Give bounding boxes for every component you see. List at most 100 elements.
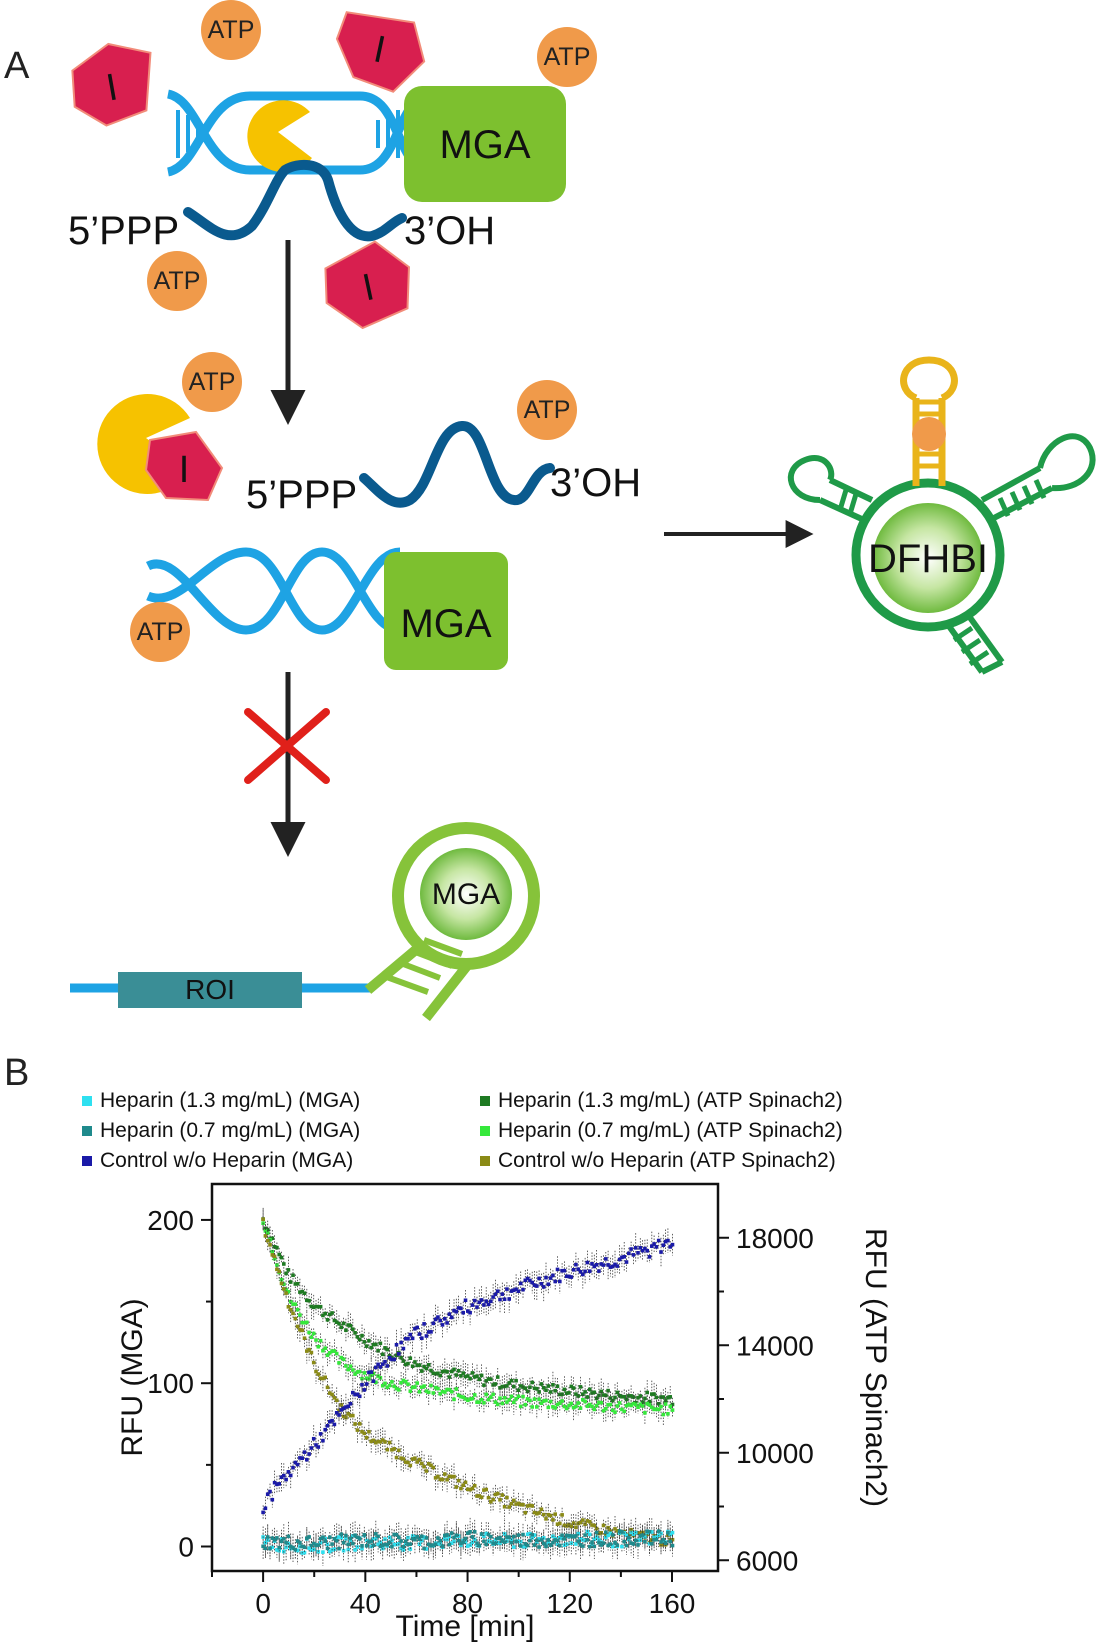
data-point — [311, 1331, 316, 1336]
data-point — [316, 1344, 321, 1349]
data-point — [449, 1541, 454, 1545]
data-point — [516, 1394, 521, 1399]
data-point — [495, 1402, 500, 1407]
data-point — [544, 1398, 548, 1403]
data-point — [629, 1403, 633, 1408]
data-point — [633, 1246, 638, 1250]
data-point — [498, 1541, 502, 1546]
data-point — [410, 1536, 415, 1541]
data-point — [461, 1540, 466, 1545]
data-point — [537, 1511, 541, 1515]
legend-item: Heparin (1.3 mg/mL) (ATP Spinach2) — [480, 1089, 843, 1112]
data-point — [286, 1289, 291, 1294]
data-point — [424, 1334, 429, 1338]
data-point — [541, 1512, 546, 1517]
data-point — [576, 1267, 581, 1272]
data-point — [640, 1400, 645, 1404]
data-point — [505, 1384, 509, 1388]
data-point — [631, 1253, 636, 1257]
data-point — [479, 1298, 484, 1302]
data-point — [631, 1542, 636, 1546]
data-point — [574, 1542, 578, 1546]
data-point — [597, 1400, 601, 1405]
data-point — [341, 1406, 346, 1411]
data-point — [403, 1379, 408, 1384]
data-point — [399, 1340, 403, 1345]
data-point — [578, 1542, 583, 1547]
data-point — [585, 1538, 590, 1542]
data-point — [325, 1318, 330, 1322]
data-point — [507, 1398, 512, 1402]
mga-box-top: MGA — [404, 86, 566, 202]
spinach-aptamer: DFHBI — [787, 356, 1096, 675]
data-point — [576, 1394, 581, 1398]
data-point — [456, 1538, 461, 1543]
data-point — [261, 1544, 265, 1549]
data-point — [410, 1364, 415, 1369]
data-point — [378, 1341, 383, 1346]
data-point — [307, 1535, 311, 1539]
data-point — [470, 1303, 475, 1307]
dfhbi-label: DFHBI — [868, 537, 988, 581]
data-point — [360, 1382, 364, 1387]
data-point — [408, 1332, 413, 1337]
data-point — [452, 1539, 456, 1544]
data-point — [332, 1318, 337, 1323]
data-point — [495, 1375, 500, 1379]
data-point — [424, 1536, 429, 1540]
data-point — [309, 1543, 314, 1548]
data-point — [475, 1305, 479, 1309]
data-point — [364, 1538, 369, 1543]
blocked-x-mark — [244, 708, 330, 784]
data-point — [592, 1264, 597, 1269]
data-point — [344, 1415, 348, 1420]
data-point — [376, 1542, 380, 1547]
data-point — [525, 1397, 530, 1401]
data-point — [454, 1373, 459, 1377]
data-point — [601, 1541, 606, 1545]
data-point — [558, 1521, 562, 1526]
data-point — [445, 1321, 449, 1325]
data-point — [468, 1310, 472, 1315]
data-point — [477, 1377, 482, 1382]
data-point — [403, 1362, 408, 1367]
data-point — [284, 1545, 288, 1550]
data-point — [295, 1539, 300, 1543]
data-point — [500, 1292, 505, 1296]
data-point — [454, 1309, 459, 1314]
data-point — [339, 1536, 344, 1540]
legend-label: Heparin (1.3 mg/mL) (ATP Spinach2) — [498, 1089, 843, 1112]
data-point — [484, 1542, 489, 1547]
data-point — [288, 1544, 293, 1549]
data-point — [456, 1306, 461, 1310]
data-point — [357, 1394, 362, 1399]
data-point — [459, 1486, 463, 1491]
data-point — [337, 1361, 341, 1365]
data-point — [516, 1539, 521, 1543]
data-point — [523, 1510, 528, 1515]
mga-box-top-label: MGA — [439, 123, 530, 167]
data-point — [578, 1406, 583, 1410]
data-point — [431, 1391, 436, 1395]
data-point — [587, 1402, 592, 1407]
data-point — [509, 1501, 514, 1506]
data-point — [452, 1474, 456, 1479]
data-point — [507, 1505, 512, 1509]
data-point — [454, 1533, 459, 1538]
data-point — [463, 1536, 468, 1541]
data-point — [300, 1328, 305, 1333]
data-point — [376, 1534, 380, 1539]
data-point — [670, 1530, 675, 1535]
data-point — [631, 1395, 636, 1399]
data-point — [583, 1390, 587, 1394]
data-point — [615, 1264, 620, 1268]
data-point — [318, 1536, 323, 1541]
data-point — [629, 1247, 633, 1251]
data-point — [429, 1368, 433, 1373]
data-point — [650, 1244, 654, 1248]
data-point — [438, 1318, 443, 1323]
data-point — [403, 1460, 408, 1464]
data-point — [555, 1384, 560, 1389]
data-point — [535, 1405, 539, 1409]
data-point — [624, 1533, 629, 1538]
